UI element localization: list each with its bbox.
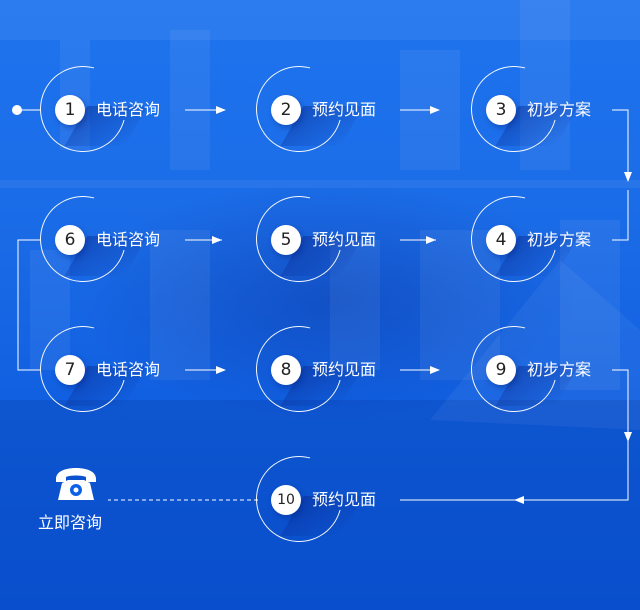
step-label: 预约见面 bbox=[312, 230, 377, 249]
step-number-badge: 5 bbox=[271, 225, 301, 255]
step-number-badge: 7 bbox=[55, 355, 85, 385]
telephone-icon bbox=[56, 468, 96, 500]
consult-now-button[interactable] bbox=[52, 466, 100, 504]
step-number-badge: 2 bbox=[271, 95, 301, 125]
consult-now-label[interactable]: 立即咨询 bbox=[38, 513, 103, 532]
step-label: 初步方案 bbox=[527, 100, 592, 119]
step-label: 初步方案 bbox=[527, 360, 592, 379]
step-number-badge: 4 bbox=[486, 225, 516, 255]
step-label: 电话咨询 bbox=[96, 100, 161, 119]
step-number-badge: 3 bbox=[486, 95, 516, 125]
step-label: 预约见面 bbox=[312, 100, 377, 119]
step-label: 电话咨询 bbox=[96, 360, 161, 379]
step-number-badge: 8 bbox=[271, 355, 301, 385]
step-label: 预约见面 bbox=[312, 490, 377, 509]
step-number-badge: 6 bbox=[55, 225, 85, 255]
step-label: 预约见面 bbox=[312, 360, 377, 379]
step-number-badge: 1 bbox=[55, 95, 85, 125]
step-label: 电话咨询 bbox=[96, 230, 161, 249]
step-number-badge: 10 bbox=[271, 485, 301, 515]
step-number-badge: 9 bbox=[486, 355, 516, 385]
step-label: 初步方案 bbox=[527, 230, 592, 249]
